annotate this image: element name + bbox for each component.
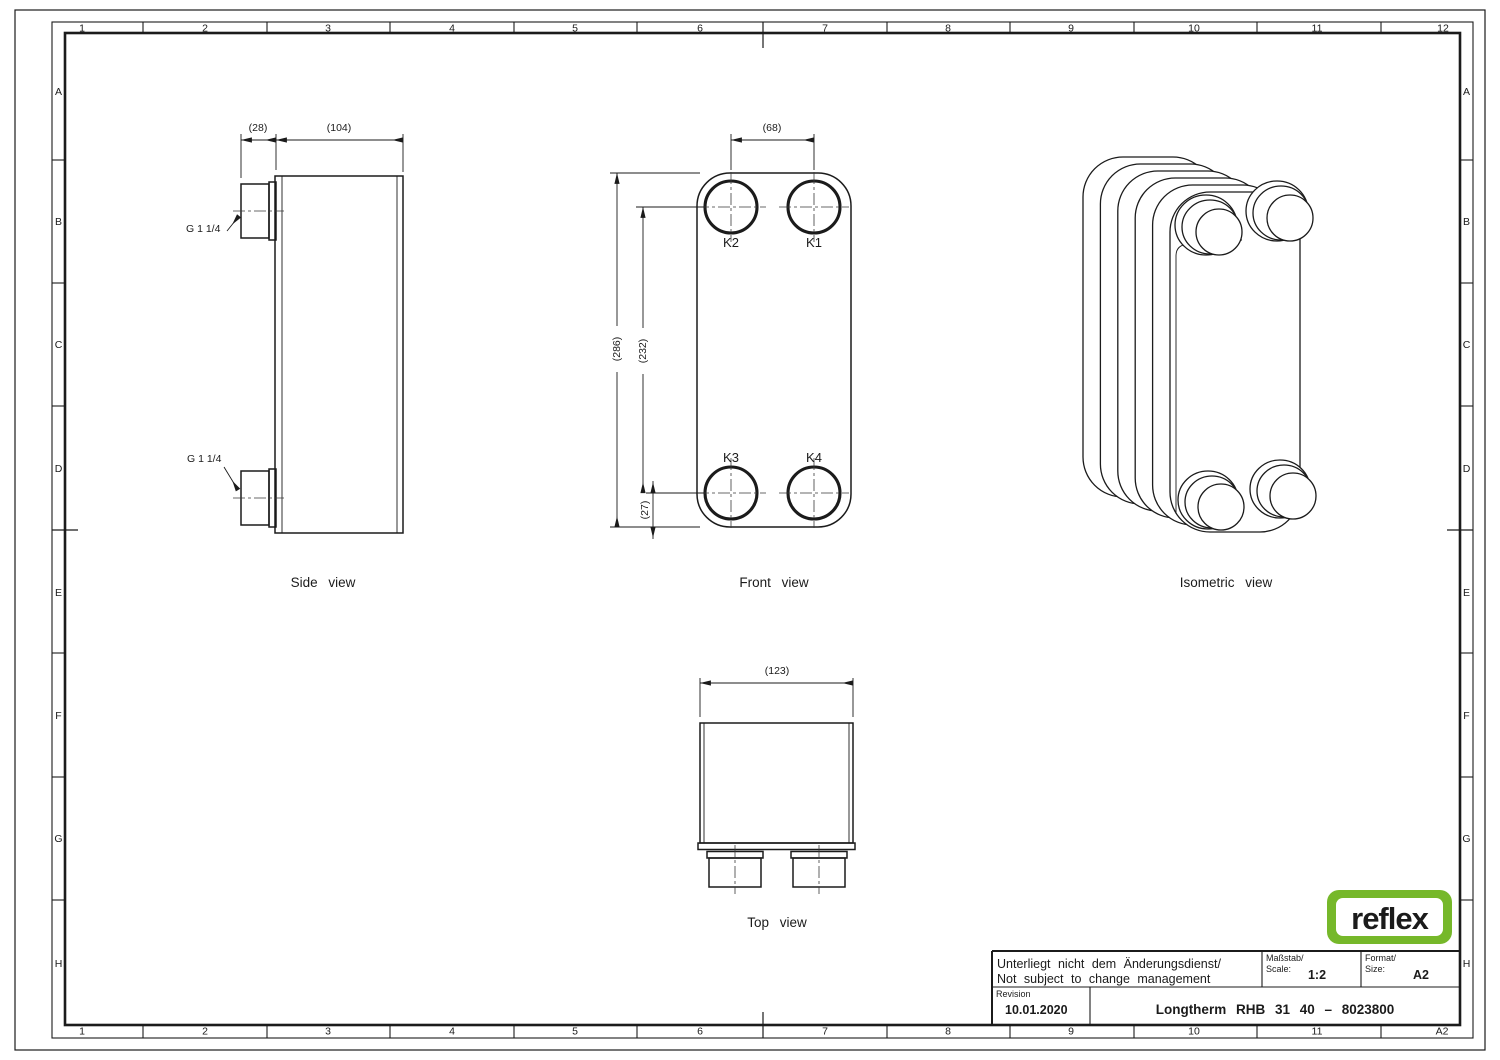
grid-col-label: 8 — [945, 23, 951, 35]
title-block-note: Unterliegt nicht dem Änderungsdienst/ No… — [997, 957, 1221, 986]
grid-row-label: C — [1463, 339, 1471, 351]
grid-col-label: 12 — [1437, 23, 1449, 35]
grid-row-label: B — [55, 216, 62, 228]
grid-row-label: G — [54, 833, 62, 845]
top-view-nozzles — [706, 845, 848, 894]
grid-top-labels: 1 2 3 4 5 6 7 8 9 10 11 12 — [79, 23, 1449, 35]
grid-row-label: A — [55, 86, 62, 98]
reflex-logo: reflex — [1327, 890, 1452, 944]
grid-row-label: H — [55, 958, 63, 970]
drawing-title: Longtherm RHB 31 40 – 8023800 — [1156, 1002, 1395, 1017]
grid-right-labels: A B C D E F G H — [1462, 86, 1470, 970]
front-view-ports — [697, 172, 849, 528]
note-line-2: Not subject to change management — [997, 972, 1211, 986]
grid-col-label: 7 — [822, 1026, 828, 1038]
side-view-port-labels: G 1 1/4 G 1 1/4 — [186, 214, 242, 492]
port-thread-label: G 1 1/4 — [186, 223, 221, 235]
grid-row-label: F — [55, 710, 61, 722]
grid-col-label: 1 — [79, 1026, 85, 1038]
dim-label-height: (286) — [611, 337, 623, 362]
grid-row-label: A — [1463, 86, 1470, 98]
revision-label: Revision — [996, 989, 1031, 999]
port-thread-label: G 1 1/4 — [187, 453, 222, 465]
front-view-port-labels: K2 K1 K3 K4 — [723, 235, 822, 465]
top-view-dimensions: (123) — [699, 665, 854, 717]
format-label-en: Size: — [1365, 964, 1385, 974]
grid-col-label: 10 — [1188, 23, 1200, 35]
logo-text: reflex — [1351, 901, 1429, 936]
side-view-dimensions: (28) (104) — [240, 122, 404, 178]
grid-col-label: 2 — [202, 23, 208, 35]
grid-row-label: D — [1463, 463, 1471, 475]
title-block: Unterliegt nicht dem Änderungsdienst/ No… — [991, 950, 1460, 1025]
grid-col-label: 3 — [325, 1026, 331, 1038]
grid-col-label: 4 — [449, 1026, 455, 1038]
grid-row-label: G — [1462, 833, 1470, 845]
top-view: (123) Top view — [697, 665, 856, 930]
scale-value: 1:2 — [1308, 968, 1326, 982]
grid-dividers — [52, 22, 1473, 1038]
port-label-k3: K3 — [723, 450, 739, 465]
logo-inner — [1336, 898, 1443, 936]
grid-col-label: 6 — [697, 23, 703, 35]
grid-col-label: 11 — [1312, 1026, 1323, 1038]
scale-label-en: Scale: — [1266, 964, 1291, 974]
port-label-k4: K4 — [806, 450, 822, 465]
side-view: (28) (104) G 1 1/4 G 1 1/4 Side view — [186, 122, 404, 590]
title-block-format: Format/ Size: A2 — [1365, 953, 1429, 982]
format-label-de: Format/ — [1365, 953, 1397, 963]
grid-row-label: E — [55, 587, 62, 599]
grid-row-label: B — [1463, 216, 1470, 228]
grid-row-label: F — [1463, 710, 1469, 722]
grid-row-label: H — [1463, 958, 1471, 970]
dim-label-width: (123) — [765, 665, 790, 677]
grid-col-label: 2 — [202, 1026, 208, 1038]
dim-label-port-bottom: (27) — [639, 501, 651, 520]
grid-row-label: C — [55, 339, 63, 351]
grid-col-label: 8 — [945, 1026, 951, 1038]
dim-label-port-spacing: (68) — [763, 122, 782, 134]
grid-bottom-labels: 1 2 3 4 5 6 7 8 9 10 11 A2 — [79, 1026, 1449, 1038]
isometric-view-caption: Isometric view — [1180, 575, 1273, 590]
front-view: K2 K1 K3 K4 (68) (286) (232) — [610, 122, 852, 590]
dim-label-port-vertical: (232) — [637, 339, 649, 364]
grid-col-label: 10 — [1188, 1026, 1200, 1038]
isometric-view: Isometric view — [1082, 156, 1317, 590]
dim-label-nozzle-depth: (28) — [249, 122, 268, 134]
title-block-scale: Maßstab/ Scale: 1:2 — [1266, 953, 1326, 982]
iso-nozzles — [1174, 180, 1317, 531]
sheet-border: 1 2 3 4 5 6 7 8 9 10 11 12 1 2 3 4 5 6 7… — [14, 9, 1486, 1051]
top-view-caption: Top view — [747, 915, 807, 930]
title-block-revision: Revision 10.01.2020 — [996, 989, 1068, 1017]
grid-col-label: 6 — [697, 1026, 703, 1038]
grid-col-label: 1 — [79, 23, 85, 35]
grid-col-label: A2 — [1436, 1026, 1449, 1038]
grid-col-label: 4 — [449, 23, 455, 35]
front-view-caption: Front view — [739, 575, 809, 590]
dim-label-body-depth: (104) — [327, 122, 352, 134]
scale-label-de: Maßstab/ — [1266, 953, 1304, 963]
centering-marks — [52, 22, 1473, 1038]
grid-col-label: 11 — [1312, 23, 1323, 35]
grid-col-label: 9 — [1068, 23, 1074, 35]
grid-row-label: D — [55, 463, 63, 475]
note-line-1: Unterliegt nicht dem Änderungsdienst/ — [997, 957, 1221, 971]
grid-col-label: 3 — [325, 23, 331, 35]
revision-value: 10.01.2020 — [1005, 1003, 1068, 1017]
grid-left-labels: A B C D E F G H — [54, 86, 62, 970]
port-label-k1: K1 — [806, 235, 822, 250]
port-label-k2: K2 — [723, 235, 739, 250]
grid-col-label: 7 — [822, 23, 828, 35]
side-view-caption: Side view — [291, 575, 356, 590]
format-value: A2 — [1413, 968, 1429, 982]
front-view-dimensions: (68) (286) (232) (27) — [610, 122, 815, 539]
grid-row-label: E — [1463, 587, 1470, 599]
grid-col-label: 9 — [1068, 1026, 1074, 1038]
grid-col-label: 5 — [572, 1026, 578, 1038]
grid-col-label: 5 — [572, 23, 578, 35]
